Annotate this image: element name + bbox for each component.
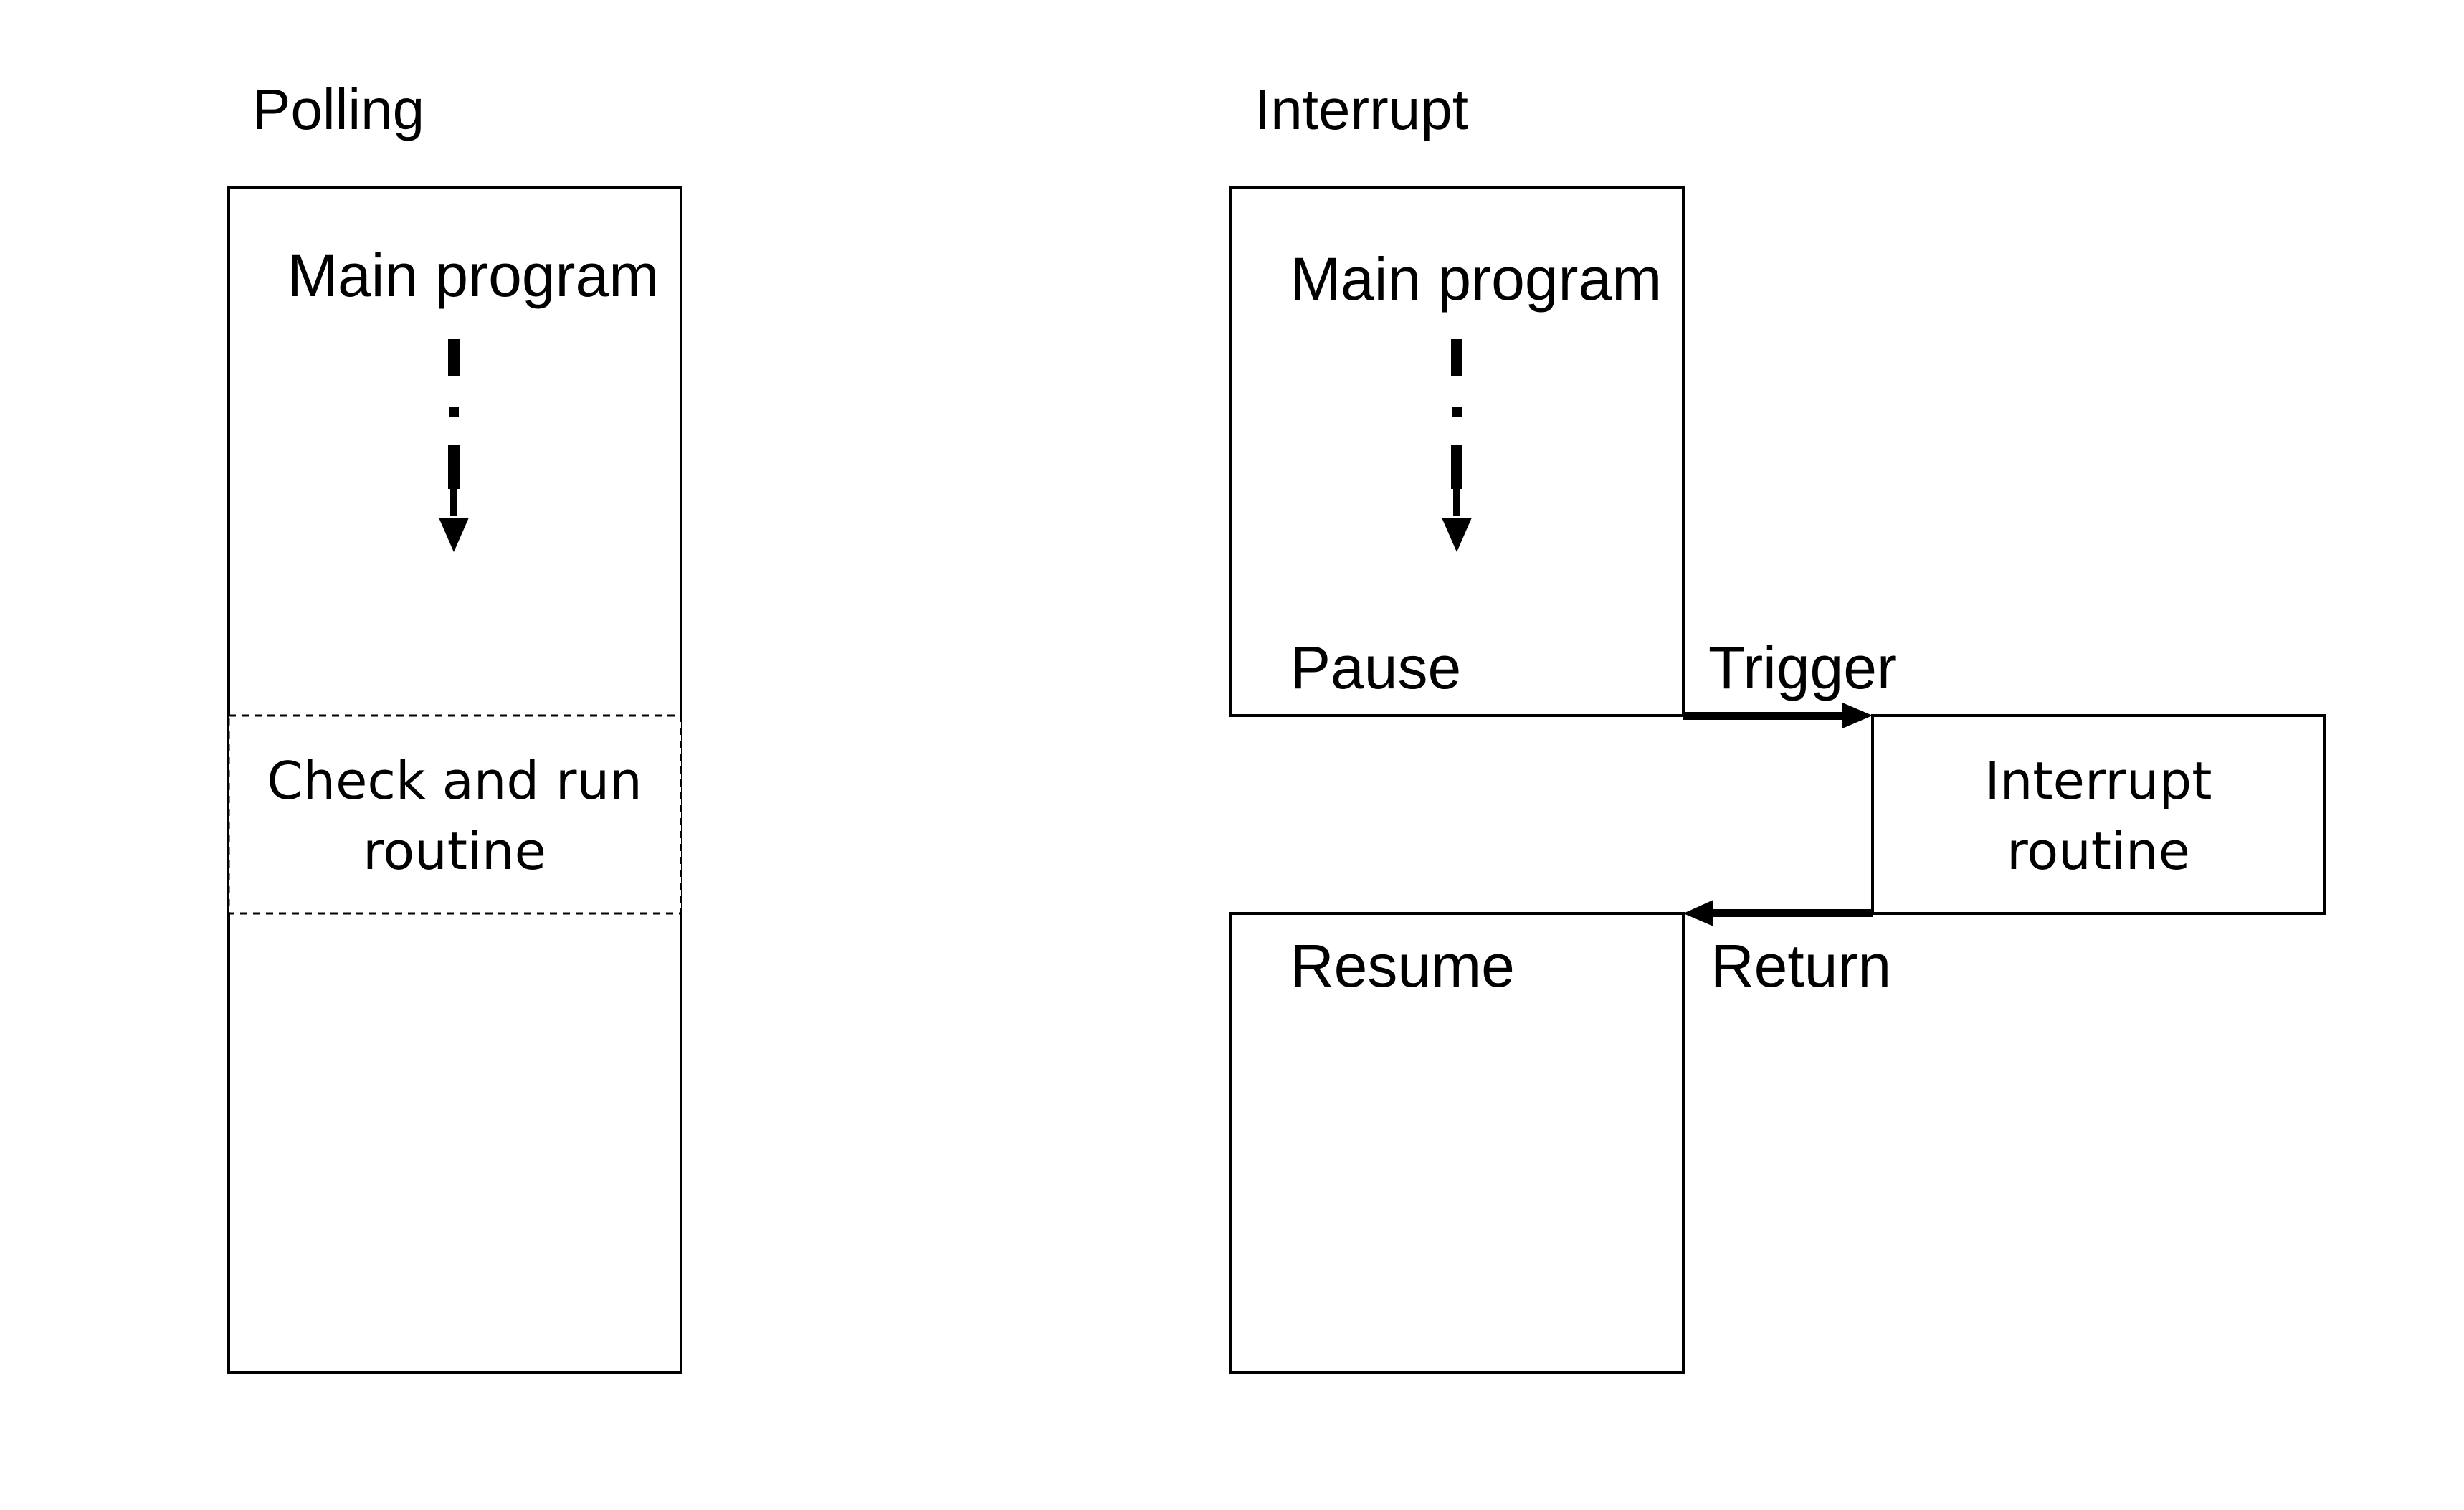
interrupt-flow-arrow — [1442, 339, 1472, 552]
polling-routine-line-1: Check and run — [267, 751, 642, 811]
polling-check-routine-box — [227, 714, 682, 915]
interrupt-title: Interrupt — [1255, 77, 1468, 141]
interrupt-routine-line-2: routine — [2007, 821, 2190, 881]
interrupt-return-arrow — [1683, 900, 1873, 926]
polling-title: Polling — [252, 77, 424, 141]
interrupt-main-program-label: Main program — [1290, 245, 1662, 313]
interrupt-routine-line-1: Interrupt — [1985, 751, 2212, 811]
interrupt-pause-label: Pause — [1290, 634, 1461, 701]
interrupt-trigger-arrow — [1683, 703, 1873, 728]
interrupt-routine-box — [1871, 714, 2326, 915]
interrupt-trigger-label: Trigger — [1708, 634, 1897, 701]
polling-routine-line-2: routine — [363, 821, 546, 881]
interrupt-resume-label: Resume — [1290, 932, 1515, 999]
interrupt-resume-box — [1229, 912, 1685, 1374]
polling-main-program-label: Main program — [287, 242, 659, 309]
interrupt-return-label: Return — [1711, 932, 1891, 999]
polling-flow-arrow — [439, 339, 469, 552]
